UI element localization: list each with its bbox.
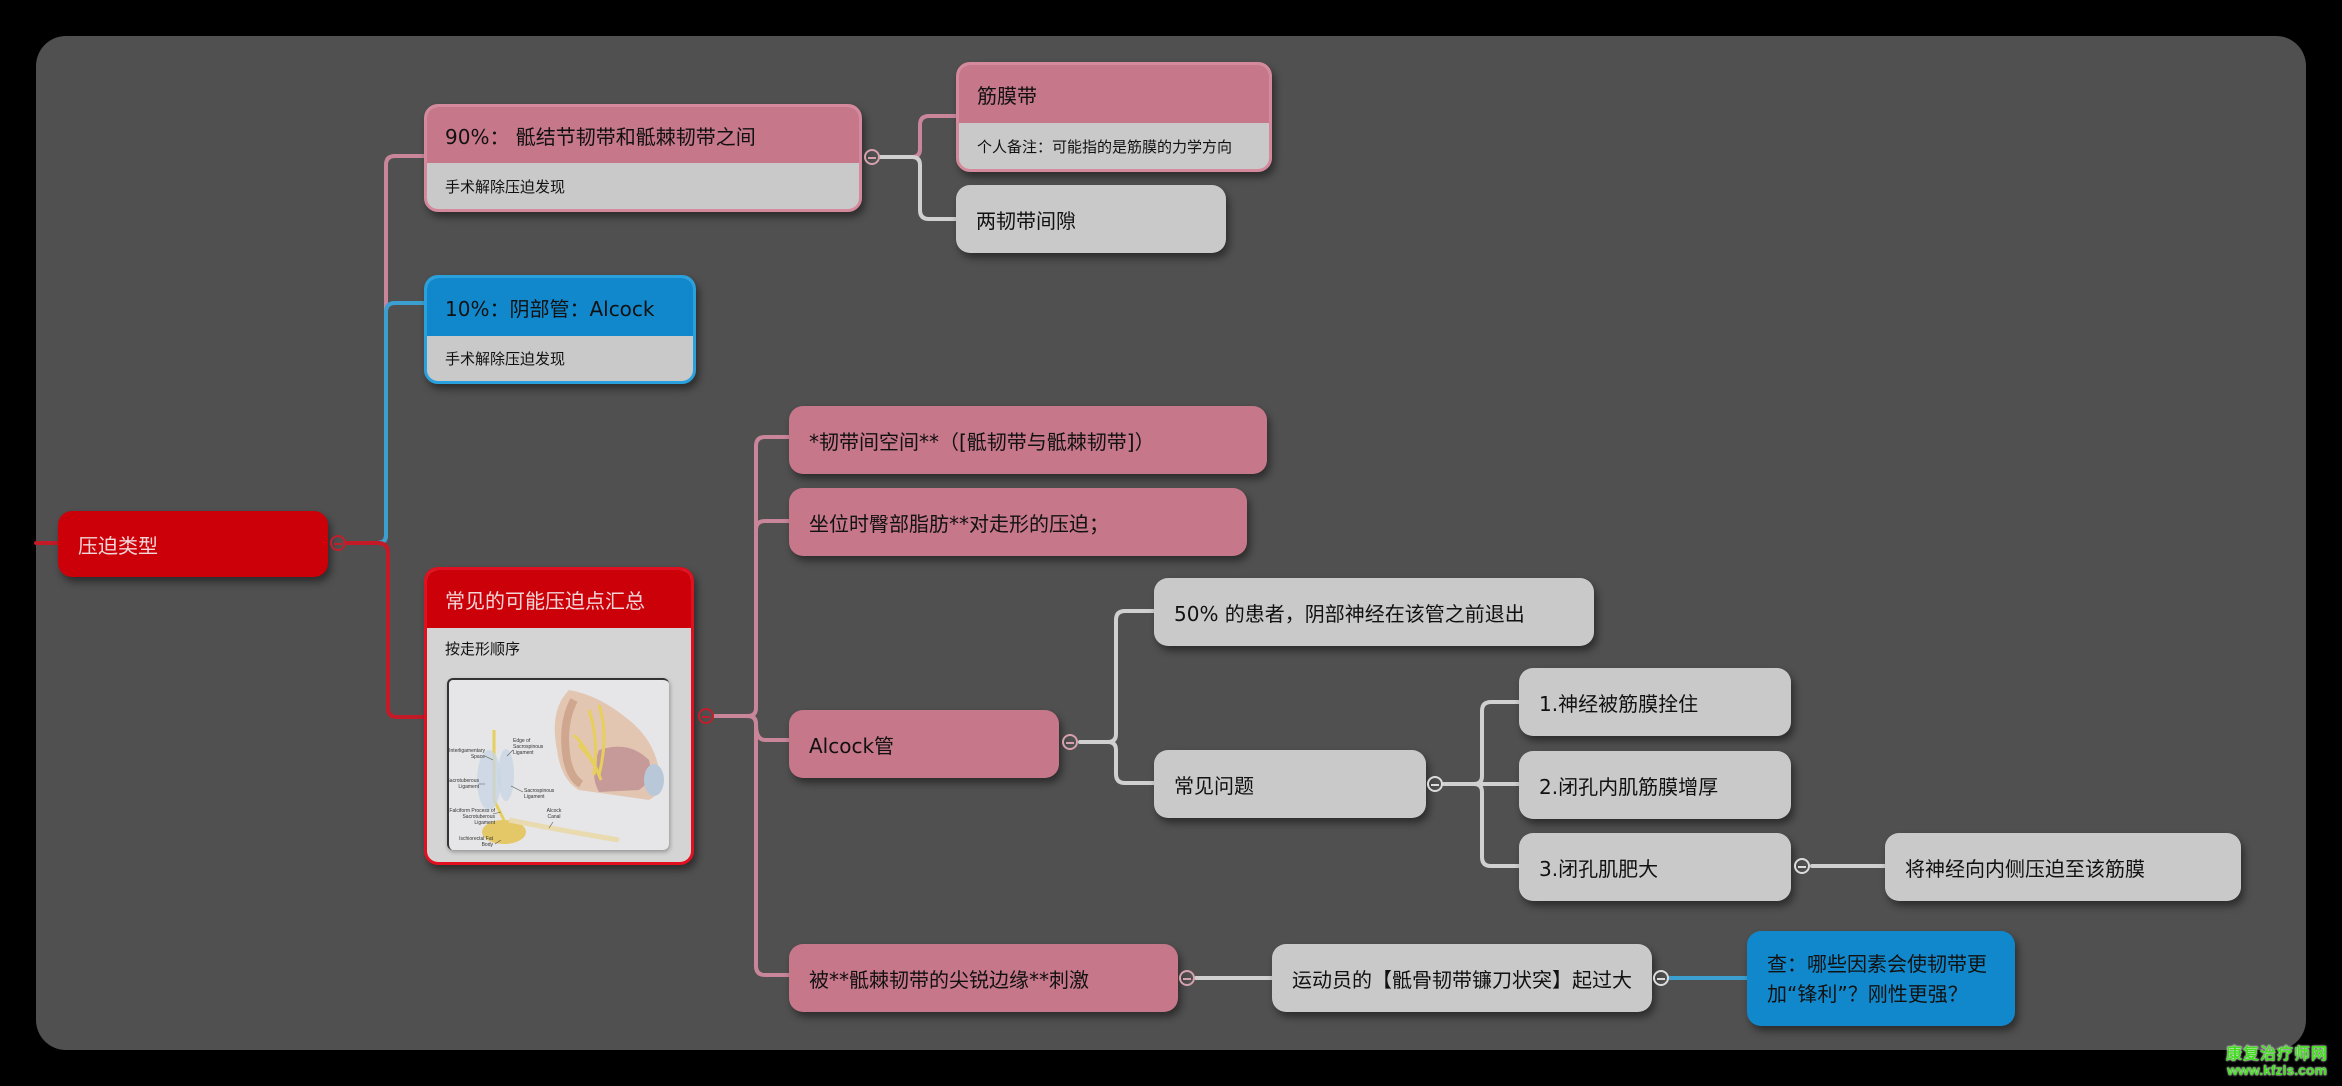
branch-10-title: 10%：阴部管：Alcock: [445, 296, 655, 321]
branch-90-note: 手术解除压迫发现: [445, 177, 566, 196]
compress-nerve-label: 将神经向内侧压迫至该筋膜: [1905, 856, 2145, 881]
pelvic-anatomy-drawing: [477, 690, 664, 845]
common-points-collapse-toggle[interactable]: [698, 708, 714, 724]
nerve-exits-label: 50% 的患者，阴部神经在该管之前退出: [1174, 601, 1525, 626]
problem-3-collapse-toggle[interactable]: [1794, 858, 1810, 874]
fascia-band-node[interactable]: 筋膜带 个人备注：可能指的是筋膜的力学方向: [956, 62, 1272, 172]
root-label: 压迫类型: [78, 533, 158, 558]
root-node[interactable]: 压迫类型: [58, 511, 328, 577]
branch-10-node[interactable]: 10%：阴部管：Alcock 手术解除压迫发现: [424, 275, 696, 384]
problem-2-node[interactable]: 2.闭孔内肌筋膜增厚: [1519, 751, 1791, 819]
branch-90-collapse-toggle[interactable]: [864, 149, 880, 165]
common-problems-node[interactable]: 常见问题: [1154, 750, 1426, 818]
figure-label-falciform-process: Falciform Process of Sacrotuberous Ligam…: [449, 808, 495, 826]
buttock-fat-node[interactable]: 坐位时臀部脂肪**对走形的压迫；: [789, 488, 1247, 556]
problem-3-node[interactable]: 3.闭孔肌肥大: [1519, 833, 1791, 901]
common-problems-collapse-toggle[interactable]: [1427, 776, 1443, 792]
athlete-ligament-collapse-toggle[interactable]: [1653, 970, 1669, 986]
branch-90-node[interactable]: 90%： 骶结节韧带和骶棘韧带之间 手术解除压迫发现: [424, 104, 862, 212]
figure-label-ischiorectal-fat: Ischiorectal Fat Body: [459, 836, 493, 848]
alcock-canal-node[interactable]: Alcock管: [789, 710, 1059, 778]
sharp-edge-label: 被**骶棘韧带的尖锐边缘**刺激: [809, 967, 1089, 992]
interligamentary-space-label: *韧带间空间**（[骶韧带与骶棘韧带]）: [809, 429, 1155, 454]
research-question-node[interactable]: 查：哪些因素会使韧带更加“锋利”？刚性更强？: [1747, 931, 2015, 1026]
common-points-title: 常见的可能压迫点汇总: [445, 588, 645, 613]
fascia-band-note: 个人备注：可能指的是筋膜的力学方向: [977, 137, 1233, 156]
buttock-fat-label: 坐位时臀部脂肪**对走形的压迫；: [809, 511, 1109, 536]
athlete-ligament-node[interactable]: 运动员的【骶骨韧带镰刀状突】起过大: [1272, 944, 1652, 1012]
common-problems-label: 常见问题: [1174, 773, 1254, 798]
branch-10-note: 手术解除压迫发现: [445, 350, 566, 368]
problem-1-label: 1.神经被筋膜拴住: [1539, 691, 1699, 716]
figure-label-sacrospinous: Sacrospinous Ligament: [524, 788, 555, 800]
common-points-node[interactable]: 常见的可能压迫点汇总 按走形顺序: [424, 567, 694, 865]
ligament-gap-label: 两韧带间隙: [976, 208, 1076, 233]
root-collapse-toggle[interactable]: [330, 535, 346, 551]
sharp-edge-node[interactable]: 被**骶棘韧带的尖锐边缘**刺激: [789, 944, 1178, 1012]
site-watermark: 康复治疗师网 www.kfzls.com: [2225, 1045, 2328, 1079]
branch-90-title: 90%： 骶结节韧带和骶棘韧带之间: [445, 124, 756, 149]
problem-3-label: 3.闭孔肌肥大: [1539, 856, 1659, 881]
figure-label-edge-sacrospinous: Edge of Sacrospinous Ligament: [513, 738, 544, 756]
fascia-band-title: 筋膜带: [977, 83, 1037, 108]
problem-2-label: 2.闭孔内肌筋膜增厚: [1539, 774, 1719, 799]
watermark-line-1: 康复治疗师网: [2225, 1045, 2328, 1063]
common-points-note: 按走形顺序: [445, 639, 521, 658]
ligament-gap-node[interactable]: 两韧带间隙: [956, 185, 1226, 253]
figure-label-alcock-canal: Alcock Canal: [546, 808, 562, 820]
pelvic-anatomy-image: Interligamentary Space Edge of Sacrospin…: [447, 678, 669, 850]
interligamentary-space-node[interactable]: *韧带间空间**（[骶韧带与骶棘韧带]）: [789, 406, 1267, 474]
watermark-line-2: www.kfzls.com: [2227, 1062, 2327, 1079]
athlete-ligament-label: 运动员的【骶骨韧带镰刀状突】起过大: [1292, 967, 1632, 992]
problem-1-node[interactable]: 1.神经被筋膜拴住: [1519, 668, 1791, 736]
figure-label-sacrotuberous: Sacrotuberous Ligament: [447, 778, 479, 790]
compress-nerve-node[interactable]: 将神经向内侧压迫至该筋膜: [1885, 833, 2241, 901]
figure-label-interligamentary-space: Interligamentary Space: [449, 748, 485, 760]
nerve-exits-node[interactable]: 50% 的患者，阴部神经在该管之前退出: [1154, 578, 1594, 646]
alcock-canal-label: Alcock管: [809, 733, 895, 758]
sharp-edge-collapse-toggle[interactable]: [1179, 970, 1195, 986]
research-question-label: 查：哪些因素会使韧带更加“锋利”？刚性更强？: [1767, 951, 1987, 1006]
alcock-canal-collapse-toggle[interactable]: [1062, 734, 1078, 750]
